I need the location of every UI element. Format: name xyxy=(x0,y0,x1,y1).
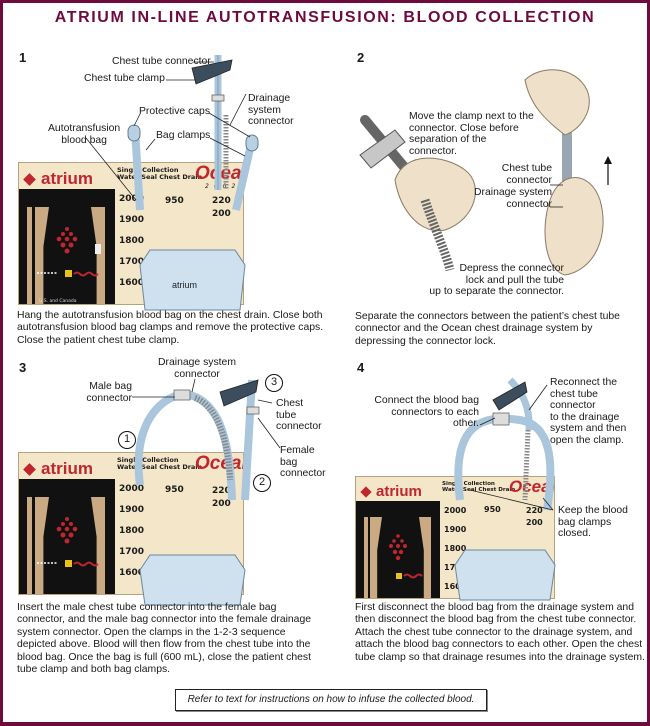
device-label: Single Collection Water Seal Chest Drain xyxy=(117,166,203,181)
panel-3-illustration xyxy=(132,378,281,606)
caption-step-1: Hang the autotransfusion blood bag on th… xyxy=(17,310,324,346)
label-depress-connector: Depress the connector lock and pull the … xyxy=(429,263,564,298)
page-title: ATRIUM IN-LINE AUTOTRANSFUSION: BLOOD CO… xyxy=(54,9,596,26)
scale-mid: 950 xyxy=(484,505,501,514)
gauge-dark-panel xyxy=(19,479,115,594)
label-drainage-system-connector: Drainage system connector xyxy=(248,93,294,128)
step-number: 2 xyxy=(357,50,365,65)
gauge-dark-panel: U.S. and Canada xyxy=(19,189,115,304)
blood-drops-icon xyxy=(37,517,99,567)
device-label: Single Collection Water Seal Chest Drain xyxy=(442,481,516,493)
device-footer: U.S. and Canada xyxy=(39,299,77,304)
label-move-clamp: Move the clamp next to the connector. Cl… xyxy=(409,111,534,157)
label-autotransfusion-blood-bag: Autotransfusion blood bag xyxy=(48,123,121,146)
scale-right: 220 200 xyxy=(212,486,231,509)
label-protective-caps: Protective caps xyxy=(139,106,211,117)
sequence-marker-2: 2 xyxy=(253,474,271,492)
caption-step-4: First disconnect the blood bag from the … xyxy=(355,602,645,663)
gauge-dark-panel xyxy=(356,501,440,598)
model-name: Ocean xyxy=(509,477,554,496)
device-label: Single Collection Water Seal Chest Drain xyxy=(117,456,203,471)
scale-right: 220 200 xyxy=(212,196,231,219)
chest-drain-device: atrium Single Collection Water Seal Ches… xyxy=(18,452,244,595)
scale-right: 220 200 xyxy=(526,506,543,527)
label-male-bag-connector: Male bag connector xyxy=(86,381,132,404)
caption-step-3: Insert the male chest tube connector int… xyxy=(17,602,312,676)
scale-left: 2000 1900 1800 1700 1600 xyxy=(119,194,145,288)
label-bag-clamps: Bag clamps xyxy=(156,130,211,141)
label-chest-tube-connector: Chest tube connector xyxy=(501,163,552,186)
sequence-marker-3: 3 xyxy=(265,374,283,392)
svg-text:atrium: atrium xyxy=(172,280,197,290)
label-chest-tube-connector: Chest tube connector xyxy=(276,398,322,433)
scale-left: 2000 1900 1800 1700 1600 xyxy=(119,484,145,578)
brand-logo: atrium xyxy=(23,169,93,189)
label-connect-bag-connectors: Connect the blood bag connectors to each… xyxy=(374,395,479,430)
sequence-marker-1: 1 xyxy=(118,431,136,449)
panel-2-illustration xyxy=(359,69,612,276)
brand-logo: atrium xyxy=(360,483,422,500)
brand-logo: atrium xyxy=(23,459,93,479)
label-reconnect-chest-tube: Reconnect the chest tube connector to th… xyxy=(550,377,627,446)
scale-mid: 950 xyxy=(165,485,184,495)
label-chest-tube-clamp: Chest tube clamp xyxy=(84,73,165,84)
blood-drops-icon xyxy=(37,227,101,277)
scale-mid: 950 xyxy=(165,196,184,206)
blood-drops-icon xyxy=(389,534,423,579)
panel-4-illustration xyxy=(454,377,556,601)
label-keep-clamps-closed: Keep the blood bag clamps closed. xyxy=(558,505,628,540)
caption-step-2: Separate the connectors between the pati… xyxy=(355,311,620,347)
label-female-bag-connector: Female bag connector xyxy=(280,445,326,480)
step-number: 4 xyxy=(357,360,365,375)
panel-1-illustration: atrium xyxy=(85,55,259,311)
label-drainage-system-connector: Drainage system connector xyxy=(474,187,552,210)
label-drainage-system-connector: Drainage system connector xyxy=(158,357,236,380)
footer-note: Refer to text for instructions on how to… xyxy=(175,689,487,711)
label-chest-tube-connector: Chest tube connector xyxy=(112,56,211,67)
step-number: 1 xyxy=(19,50,27,65)
step-number: 3 xyxy=(19,360,27,375)
